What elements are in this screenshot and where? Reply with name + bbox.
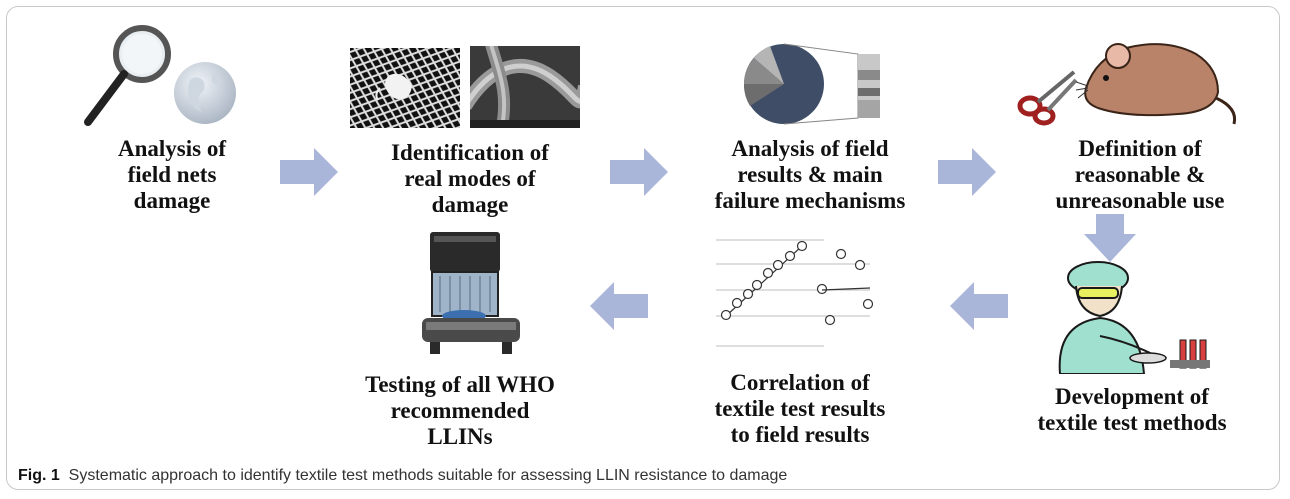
step-label-development-methods: Development of textile test methods — [1037, 384, 1227, 435]
scatter-plot-icon — [716, 239, 874, 347]
mesh-photo-icon — [350, 48, 460, 128]
globe-icon — [174, 62, 236, 124]
figure-caption: Fig. 1 Systematic approach to identify t… — [18, 467, 787, 485]
arrow-right-3 — [938, 148, 996, 196]
step-label-testing-llins: Testing of all WHO recommended LLINs — [365, 372, 555, 449]
arrow-right-1 — [280, 148, 338, 196]
fiber-micrograph-icon — [470, 46, 580, 128]
magnifier-icon — [84, 25, 171, 126]
step-label-analysis-field-nets: Analysis of field nets damage — [118, 136, 226, 213]
step-label-identification-modes: Identification of real modes of damage — [391, 140, 549, 217]
arrow-down-1 — [1084, 214, 1136, 262]
test-machine-icon — [422, 232, 520, 354]
scientist-icon — [1058, 261, 1210, 374]
step-label-definition-use: Definition of reasonable & unreasonable … — [1055, 136, 1225, 213]
arrow-left-2 — [590, 282, 648, 330]
step-label-analysis-field-results: Analysis of field results & main failure… — [714, 136, 906, 213]
figure-caption-text: Systematic approach to identify textile … — [68, 467, 788, 484]
figure-frame — [6, 6, 1280, 490]
rat-icon — [1076, 43, 1237, 125]
step-label-correlation: Correlation of textile test results to f… — [714, 370, 886, 447]
arrow-right-2 — [610, 148, 668, 196]
figure-caption-prefix: Fig. 1 — [18, 467, 60, 484]
pie-chart-icon — [743, 43, 880, 125]
arrow-left-1 — [950, 282, 1008, 330]
scissors-icon — [1017, 70, 1078, 126]
